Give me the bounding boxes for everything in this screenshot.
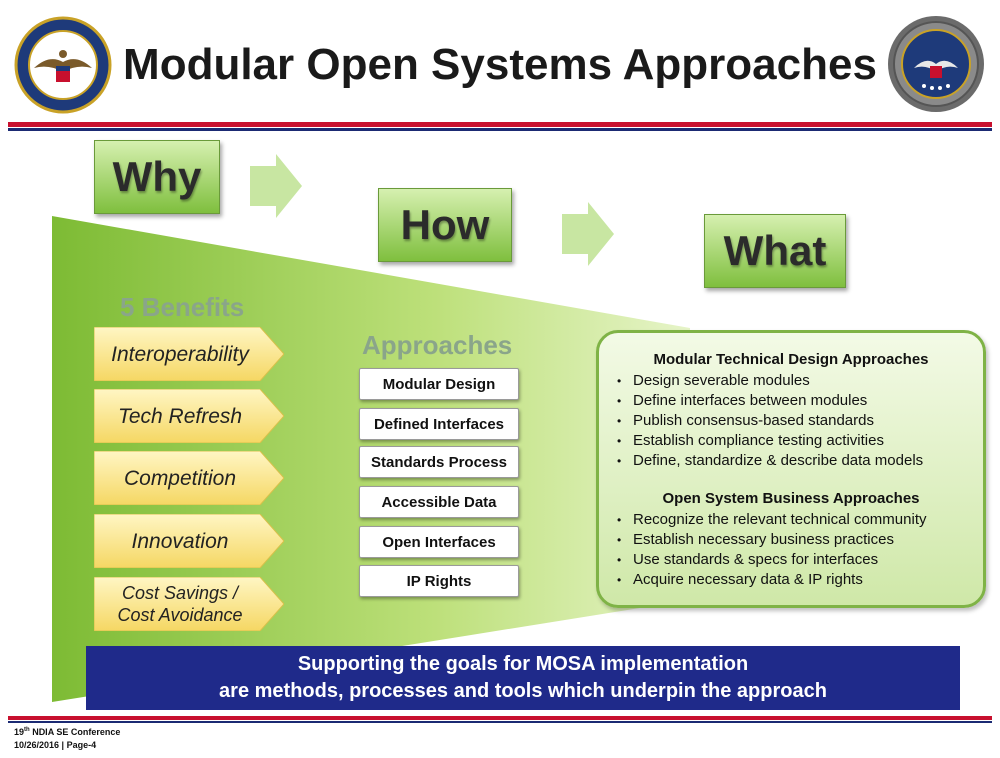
list-item: Recognize the relevant technical communi… xyxy=(617,510,926,530)
approach-ip-rights: IP Rights xyxy=(359,565,519,597)
benefit-label-line2: Cost Avoidance xyxy=(117,605,243,625)
business-bullets: Recognize the relevant technical communi… xyxy=(617,510,926,590)
benefit-innovation: Innovation xyxy=(94,514,284,568)
benefit-competition: Competition xyxy=(94,451,284,505)
list-item: Use standards & specs for interfaces xyxy=(617,550,926,570)
banner-line-2: are methods, processes and tools which u… xyxy=(219,680,827,702)
benefit-label: Tech Refresh xyxy=(117,404,243,428)
footer-conference: 19th NDIA SE Conference xyxy=(14,727,120,737)
list-item: Acquire necessary data & IP rights xyxy=(617,570,926,590)
summary-banner: Supporting the goals for MOSA implementa… xyxy=(86,646,960,710)
approach-open-interfaces: Open Interfaces xyxy=(359,526,519,558)
dod-seal-icon xyxy=(14,16,112,114)
what-panel: Modular Technical Design Approaches Desi… xyxy=(596,330,986,608)
list-item: Establish necessary business practices xyxy=(617,530,926,550)
benefit-interoperability: Interoperability xyxy=(94,327,284,381)
arrow-why-how xyxy=(250,154,302,218)
header-red-rule xyxy=(8,122,992,127)
footer-red-rule xyxy=(8,716,992,720)
benefit-label: Innovation xyxy=(131,529,229,553)
approach-defined-interfaces: Defined Interfaces xyxy=(359,408,519,440)
benefit-label: Competition xyxy=(123,466,237,490)
footer-conf-sup: th xyxy=(24,727,30,733)
approach-accessible-data: Accessible Data xyxy=(359,486,519,518)
benefit-cost-savings: Cost Savings / Cost Avoidance xyxy=(94,577,284,631)
benefit-label: Cost Savings / Cost Avoidance xyxy=(117,582,260,626)
footer-blue-rule xyxy=(8,721,992,723)
arrow-how-what xyxy=(562,202,614,266)
how-box: How xyxy=(378,188,512,262)
banner-line-1: Supporting the goals for MOSA implementa… xyxy=(297,653,749,675)
list-item: Design severable modules xyxy=(617,371,923,391)
asd-rae-seal-icon xyxy=(886,14,986,114)
benefit-tech-refresh: Tech Refresh xyxy=(94,389,284,443)
header-blue-rule xyxy=(8,128,992,131)
why-box: Why xyxy=(94,140,220,214)
benefit-label-line1: Cost Savings / xyxy=(121,583,239,603)
approaches-heading: Approaches xyxy=(362,330,513,360)
list-item: Publish consensus-based standards xyxy=(617,411,923,431)
approach-modular-design: Modular Design xyxy=(359,368,519,400)
list-item: Establish compliance testing activities xyxy=(617,431,923,451)
technical-bullets: Design severable modules Define interfac… xyxy=(617,371,923,471)
what-box: What xyxy=(704,214,846,288)
approach-standards-process: Standards Process xyxy=(359,446,519,478)
list-item: Define, standardize & describe data mode… xyxy=(617,451,923,471)
footer-date-page: 10/26/2016 | Page-4 xyxy=(14,740,97,750)
business-heading: Open System Business Approaches xyxy=(662,490,920,507)
technical-heading: Modular Technical Design Approaches xyxy=(653,351,929,368)
benefits-heading: 5 Benefits xyxy=(120,292,245,322)
list-item: Define interfaces between modules xyxy=(617,391,923,411)
benefit-label: Interoperability xyxy=(111,342,249,366)
footer-conf-num: 19 xyxy=(14,727,25,737)
page-title: Modular Open Systems Approaches xyxy=(123,40,877,89)
footer-conf-rest: NDIA SE Conference xyxy=(29,727,121,737)
